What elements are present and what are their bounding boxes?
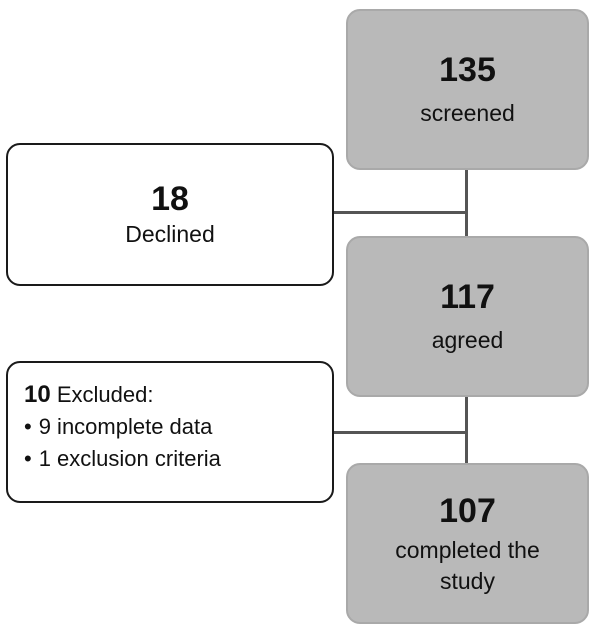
excluded-reason: 1 exclusion criteria xyxy=(24,443,320,475)
completed-label-line2: study xyxy=(440,567,495,594)
completed-label-line1: completed the xyxy=(395,536,540,563)
completed-count: 107 xyxy=(439,491,496,530)
completed-box: 107 completed the study xyxy=(346,463,589,624)
agreed-count: 117 xyxy=(440,278,495,316)
excluded-box: 10 Excluded: 9 incomplete data 1 exclusi… xyxy=(6,361,334,503)
connector-screened-agreed xyxy=(465,170,468,236)
declined-label: Declined xyxy=(125,221,215,247)
agreed-box: 117 agreed xyxy=(346,236,589,397)
declined-count: 18 xyxy=(151,180,189,218)
connector-agreed-completed xyxy=(465,397,468,463)
screened-count: 135 xyxy=(439,51,496,89)
connector-excluded xyxy=(333,431,466,434)
screened-label: screened xyxy=(420,100,515,126)
connector-declined xyxy=(333,211,466,214)
excluded-reason: 9 incomplete data xyxy=(24,411,320,443)
excluded-label: Excluded: xyxy=(56,382,154,407)
screened-box: 135 screened xyxy=(346,9,589,170)
declined-box: 18 Declined xyxy=(6,143,334,286)
agreed-label: agreed xyxy=(431,327,504,353)
excluded-heading: 10 Excluded: xyxy=(24,379,320,411)
excluded-count: 10 xyxy=(24,381,51,408)
